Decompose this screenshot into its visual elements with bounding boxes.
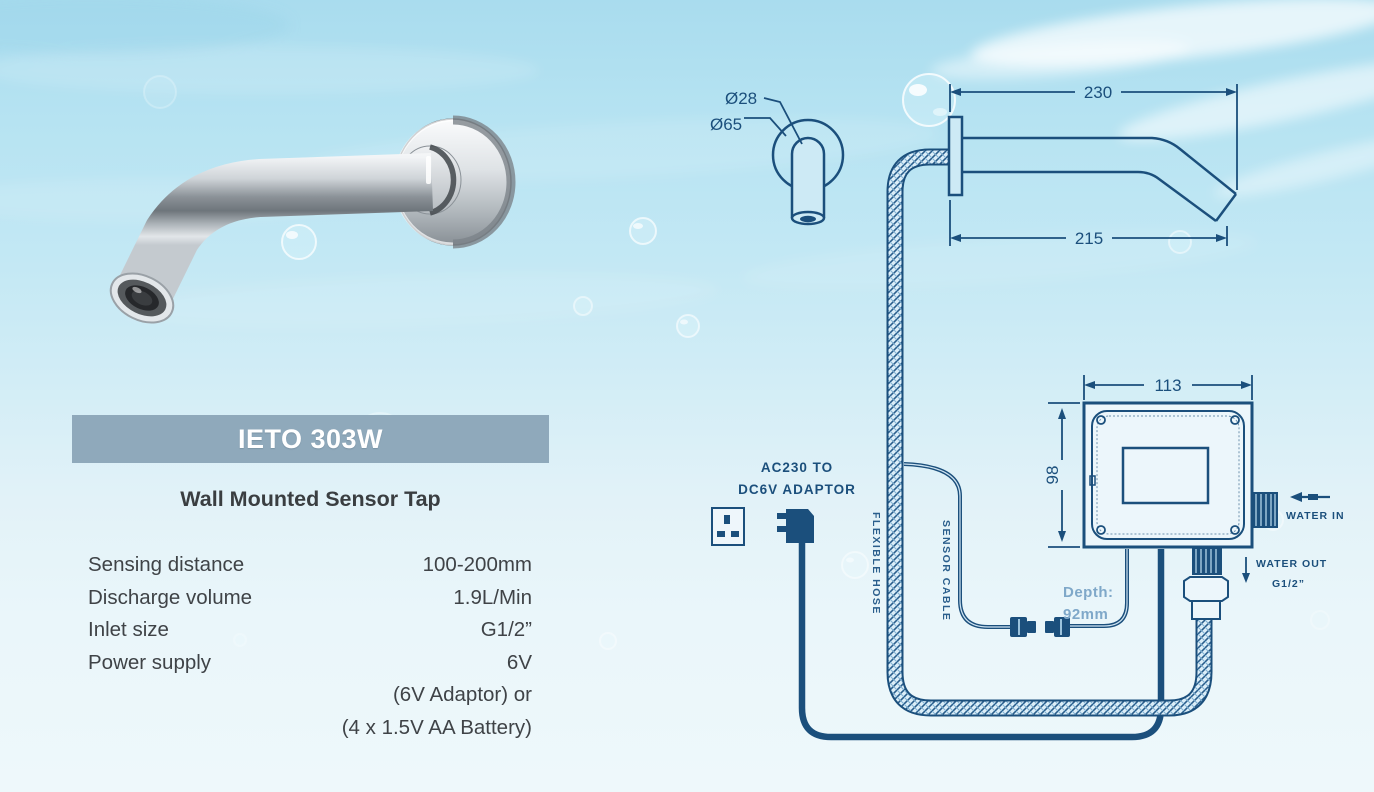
tap-side-view <box>947 84 1238 246</box>
flexible-hose-label: FLEXIBLE HOSE <box>870 512 882 615</box>
spec-value: 1.9L/Min <box>453 585 532 609</box>
product-photo <box>109 115 516 324</box>
spec-row: Sensing distance 100-200mm <box>88 549 532 582</box>
spec-value: 6V <box>506 650 532 674</box>
spec-value: G1/2” <box>480 618 532 641</box>
spout-length-label: 215 <box>1075 229 1103 248</box>
water-out-fitting <box>1183 547 1250 620</box>
adaptor-label-line1: AC230 TO <box>761 460 833 475</box>
box-height-label: 98 <box>1043 466 1062 485</box>
spec-row: Discharge volume 1.9L/Min <box>88 582 532 615</box>
front-flange-diameter-label: Ø65 <box>710 115 742 134</box>
wall-socket <box>711 507 745 546</box>
technical-diagram: Ø28 Ø65 230 215 <box>710 83 1345 741</box>
spec-row: Power supply 6V <box>88 647 532 680</box>
power-cord <box>798 543 1165 741</box>
tap-front-view <box>744 97 845 226</box>
front-spout-diameter-label: Ø28 <box>725 89 757 108</box>
spec-row: Inlet size G1/2” <box>88 614 532 647</box>
overall-length-label: 230 <box>1084 83 1112 102</box>
water-out-label: WATER OUT <box>1256 558 1327 570</box>
flow-arrow-icon <box>1290 492 1302 502</box>
spec-value: 100-200mm <box>422 553 532 576</box>
depth-value: 92mm <box>1063 606 1108 623</box>
water-in-label: WATER IN <box>1286 510 1345 522</box>
control-box <box>1048 375 1254 549</box>
power-option: (6V Adaptor) or <box>392 683 532 706</box>
spec-list: Sensing distance 100-200mm Discharge vol… <box>88 549 532 744</box>
product-title: Wall Mounted Sensor Tap <box>180 487 441 511</box>
cable-connectors <box>1010 617 1070 637</box>
flexible-hose <box>886 148 1213 717</box>
spec-label: Power supply <box>88 650 212 674</box>
water-in-fitting <box>1252 492 1330 528</box>
power-option: (4 x 1.5V AA Battery) <box>341 715 532 739</box>
chrome-glint <box>426 156 431 184</box>
adaptor-plug <box>777 509 814 543</box>
sensor-window <box>1121 446 1210 505</box>
spec-label: Discharge volume <box>88 585 253 609</box>
box-width-label: 113 <box>1154 376 1181 395</box>
flow-down-arrow-icon <box>1242 573 1250 583</box>
sensor-cable <box>903 462 1129 629</box>
spec-label: Sensing distance <box>88 553 245 576</box>
adaptor-label-line2: DC6V ADAPTOR <box>738 482 856 497</box>
spec-label: Inlet size <box>88 618 169 641</box>
water-out-size-label: G1/2” <box>1272 578 1305 590</box>
depth-label: Depth: <box>1063 584 1114 601</box>
model-number: IETO 303W <box>237 423 384 454</box>
tap-spout <box>109 153 434 324</box>
model-banner: IETO 303W <box>72 415 549 463</box>
sensor-cable-label: SENSOR CABLE <box>940 520 952 621</box>
